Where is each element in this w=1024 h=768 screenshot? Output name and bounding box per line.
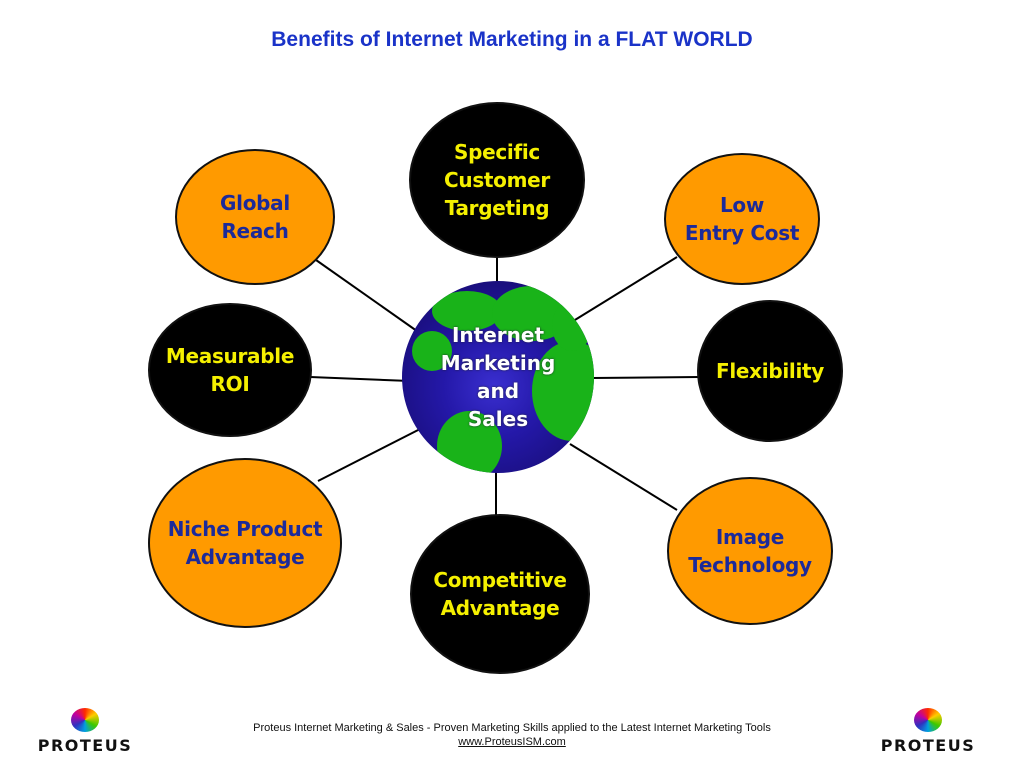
node-competitive-advantage: Competitive Advantage (410, 514, 590, 674)
footer-tagline: Proteus Internet Marketing & Sales - Pro… (253, 722, 771, 734)
node-niche-product-advantage: Niche Product Advantage (148, 458, 342, 628)
node-label: Competitive Advantage (433, 568, 567, 620)
node-measurable-roi: Measurable ROI (148, 303, 312, 437)
page-title: Benefits of Internet Marketing in a FLAT… (271, 28, 753, 51)
node-label: Specific Customer Targeting (444, 140, 550, 220)
center-globe: Internet Marketing and Sales (402, 281, 594, 473)
connector-flexibility (591, 376, 701, 379)
node-label: Image Technology (688, 525, 812, 577)
connector-niche-product-advantage (317, 426, 425, 482)
node-global-reach: Global Reach (175, 149, 335, 285)
connector-image-technology (569, 443, 678, 511)
logo-wordmark: PROTEUS (37, 736, 133, 755)
node-specific-customer-targeting: Specific Customer Targeting (409, 102, 585, 258)
globe-icon (402, 281, 594, 473)
node-label: Low Entry Cost (684, 193, 800, 245)
center-label: Internet Marketing and Sales (440, 323, 556, 431)
node-image-technology: Image Technology (667, 477, 833, 625)
color-ball-icon (71, 708, 99, 732)
color-ball-icon (914, 708, 942, 732)
proteus-logo-left: PROTEUS (35, 708, 135, 758)
proteus-logo-right: PROTEUS (878, 708, 978, 758)
node-label: Flexibility (715, 359, 825, 383)
node-label: Global Reach (220, 191, 290, 243)
footer-url-link[interactable]: www.ProteusISM.com (458, 736, 566, 748)
connector-global-reach (315, 259, 425, 337)
node-low-entry-cost: Low Entry Cost (664, 153, 820, 285)
footer: Proteus Internet Marketing & Sales - Pro… (0, 721, 1024, 749)
node-label: Niche Product Advantage (167, 517, 323, 569)
node-flexibility: Flexibility (697, 300, 843, 442)
node-label: Measurable ROI (165, 344, 295, 396)
connector-measurable-roi (309, 376, 411, 382)
logo-wordmark: PROTEUS (880, 736, 976, 755)
